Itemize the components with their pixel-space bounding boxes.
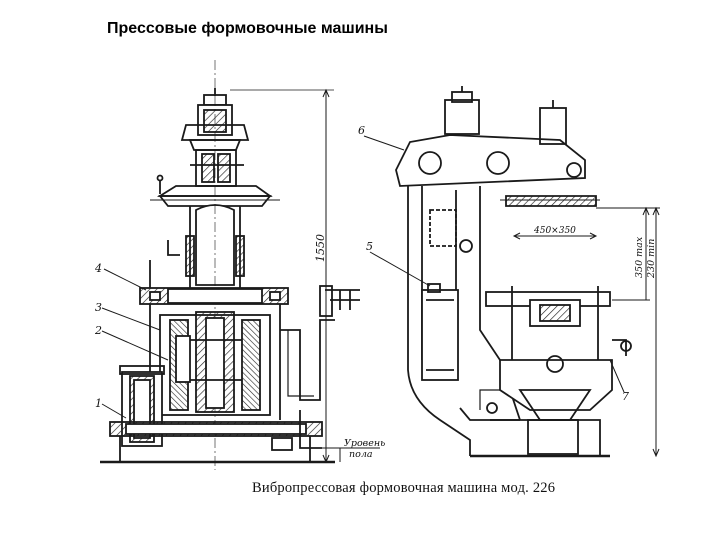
floor-level-label-2: пола — [349, 449, 373, 460]
dimension-height-label: 1550 — [314, 234, 327, 262]
callout-4: 4 — [94, 262, 102, 275]
floor-level-label-1: Уровень — [344, 438, 385, 449]
side-view — [395, 86, 632, 458]
dimension-table-label: 450×350 — [533, 226, 576, 236]
dimension-stroke — [596, 206, 660, 458]
dimension-table — [512, 232, 598, 240]
callout-6: 6 — [358, 124, 365, 137]
callout-2: 2 — [94, 324, 102, 337]
front-section-view — [100, 60, 360, 470]
dimension-total-height — [230, 88, 334, 464]
dimension-stroke-min: 230 min — [646, 239, 657, 279]
page-title: Прессовые формовочные машины — [107, 20, 388, 37]
callout-leaders-left — [101, 268, 169, 419]
callout-leaders-right — [363, 135, 625, 393]
callout-5: 5 — [366, 240, 373, 253]
callout-1: 1 — [95, 397, 102, 410]
callout-7: 7 — [622, 390, 629, 403]
figure-caption: Вибропрессовая формовочная машина мод. 2… — [252, 480, 556, 496]
dimension-stroke-max: 350 max — [634, 236, 645, 278]
callout-3: 3 — [95, 301, 102, 314]
floor-level-marker — [320, 447, 380, 462]
